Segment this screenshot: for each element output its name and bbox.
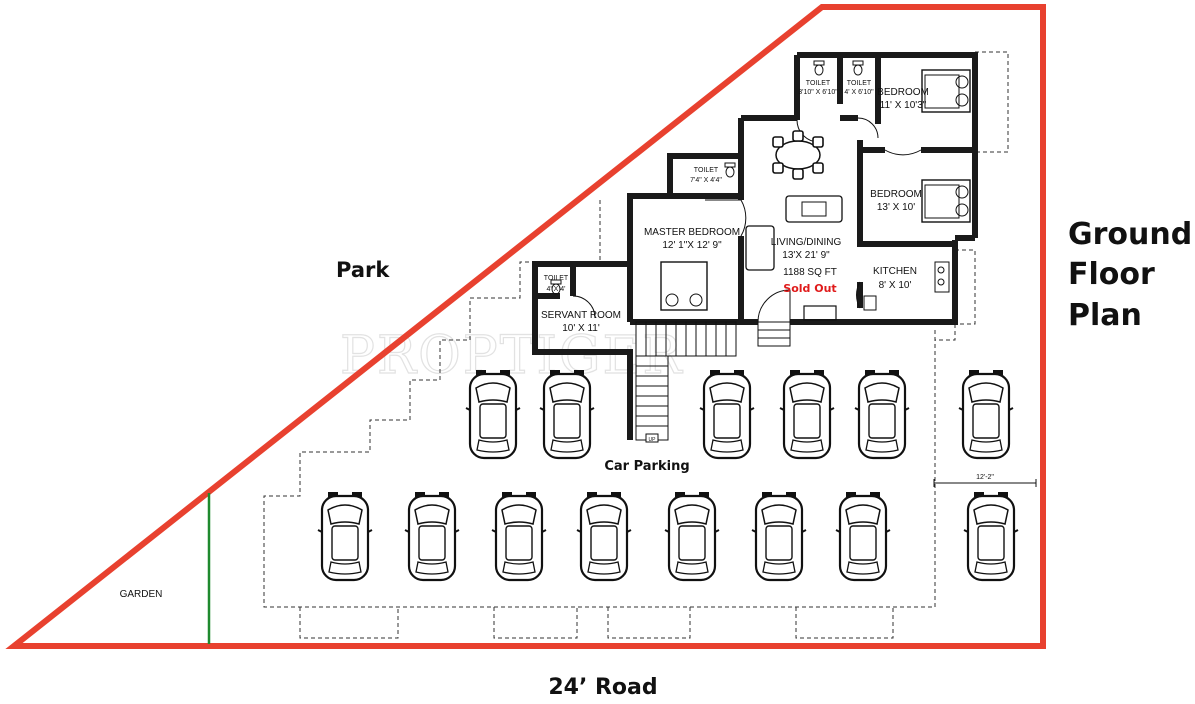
car-slot (962, 490, 1020, 582)
car-slot (834, 490, 892, 582)
fixtures (550, 60, 971, 321)
bay-width-label: 12'-2" (976, 474, 994, 481)
toilet-2-size: 4' X 6'10" (844, 89, 874, 96)
toilet-master-name: TOILET (694, 167, 719, 174)
flat-area: 1188 SQ FT (783, 267, 837, 278)
car-slot (778, 368, 836, 460)
servant-room-size: 10' X 11' (562, 323, 600, 334)
kitchen-size: 8' X 10' (879, 280, 912, 291)
toilet-servant-name: TOILET (544, 275, 569, 282)
car-slot (403, 490, 461, 582)
sold-out-status: Sold Out (783, 282, 836, 295)
car-slot (490, 490, 548, 582)
bedroom-2-name: BEDROOM (870, 189, 922, 200)
car-slot (750, 490, 808, 582)
door-swings (572, 117, 922, 323)
road-label: 24’ Road (548, 675, 657, 700)
parking-outline (263, 51, 1009, 639)
car-slot (316, 490, 374, 582)
servant-room-name: SERVANT ROOM (541, 310, 621, 321)
staircase (635, 321, 737, 443)
bedroom-1-size: 11' X 10'3" (880, 100, 927, 111)
kitchen-name: KITCHEN (873, 266, 917, 277)
toilet-2-name: TOILET (847, 80, 872, 87)
title-line-2: Floor (1068, 257, 1155, 292)
master-bedroom-size: 12' 1"X 12' 9" (662, 240, 722, 251)
title-line-1: Ground (1068, 217, 1192, 252)
car-slot (464, 368, 522, 460)
plot-boundary (5, 4, 1046, 649)
title-line-3: Plan (1068, 298, 1142, 333)
toilet-servant-size: 4' X 4' (546, 286, 565, 293)
entry-steps (757, 321, 791, 347)
car-slot (853, 368, 911, 460)
living-dining-size: 13'X 21' 9" (782, 250, 830, 261)
bedroom-1-name: BEDROOM (877, 87, 929, 98)
car-slot (957, 368, 1015, 460)
car-slot (663, 490, 721, 582)
living-dining-name: LIVING/DINING (771, 237, 842, 248)
car-slot (575, 490, 633, 582)
toilet-master-size: 7'4" X 4'4" (690, 177, 722, 184)
car-slot (698, 368, 756, 460)
car-slot (538, 368, 596, 460)
master-bedroom-name: MASTER BEDROOM (644, 227, 740, 238)
car-parking-label: Car Parking (604, 459, 689, 474)
stair-up-label: UP (649, 437, 657, 443)
toilet-1-size: 3'10" X 6'10" (798, 89, 838, 96)
park-label: Park (336, 258, 390, 282)
garden-label: GARDEN (120, 589, 163, 600)
building-walls (532, 52, 978, 440)
toilet-1-name: TOILET (806, 80, 831, 87)
bedroom-2-size: 13' X 10' (877, 202, 915, 213)
